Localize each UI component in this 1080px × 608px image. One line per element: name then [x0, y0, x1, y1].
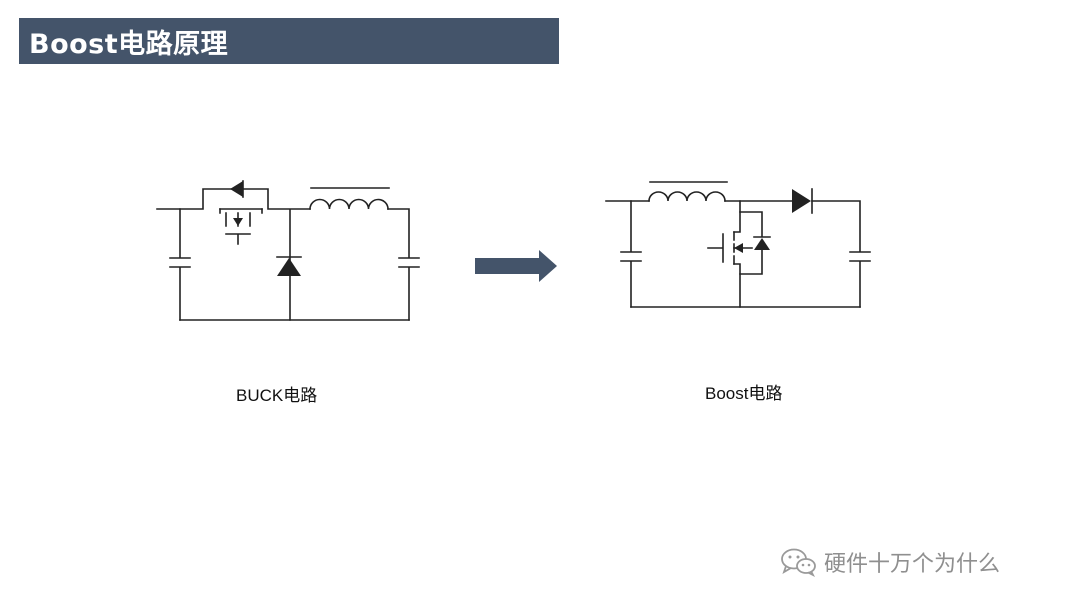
watermark-text: 硬件十万个为什么	[824, 552, 1001, 577]
page-title: Boost电路原理	[29, 28, 229, 60]
buck-inductor-coil	[309, 198, 389, 210]
wechat-icon	[781, 548, 816, 577]
buck-caption: BUCK电路	[236, 386, 318, 405]
boost-mosfet-arrow-icon	[734, 243, 743, 253]
title-bar: Boost电路原理	[19, 18, 559, 64]
boost-output-capacitor	[811, 200, 871, 308]
boost-input-capacitor	[620, 200, 642, 308]
watermark: 硬件十万个为什么	[780, 545, 1000, 579]
boost-inductor-coil	[648, 191, 726, 202]
boost-mosfet-source	[733, 263, 741, 308]
right-arrow-icon	[475, 250, 557, 282]
buck-mosfet-arrow-icon	[233, 218, 243, 226]
buck-top-wires	[156, 188, 311, 321]
buck-input-capacitor	[169, 208, 191, 321]
boost-caption: Boost电路	[705, 384, 783, 403]
boost-body-diode-icon	[754, 238, 770, 250]
boost-body-diode-wire	[739, 211, 763, 275]
buck-output-capacitor	[387, 208, 420, 321]
buck-mosfet-terminals	[219, 208, 263, 214]
buck-mosfet-diode-icon	[230, 181, 243, 197]
boost-mosfet-drain	[733, 200, 741, 233]
buck-mosfet-gate	[225, 233, 251, 245]
buck-diode-icon	[277, 258, 301, 276]
boost-diode-icon	[792, 189, 811, 213]
boost-circuit	[605, 181, 871, 308]
boost-mosfet-gate	[707, 233, 724, 263]
buck-circuit	[156, 180, 420, 321]
